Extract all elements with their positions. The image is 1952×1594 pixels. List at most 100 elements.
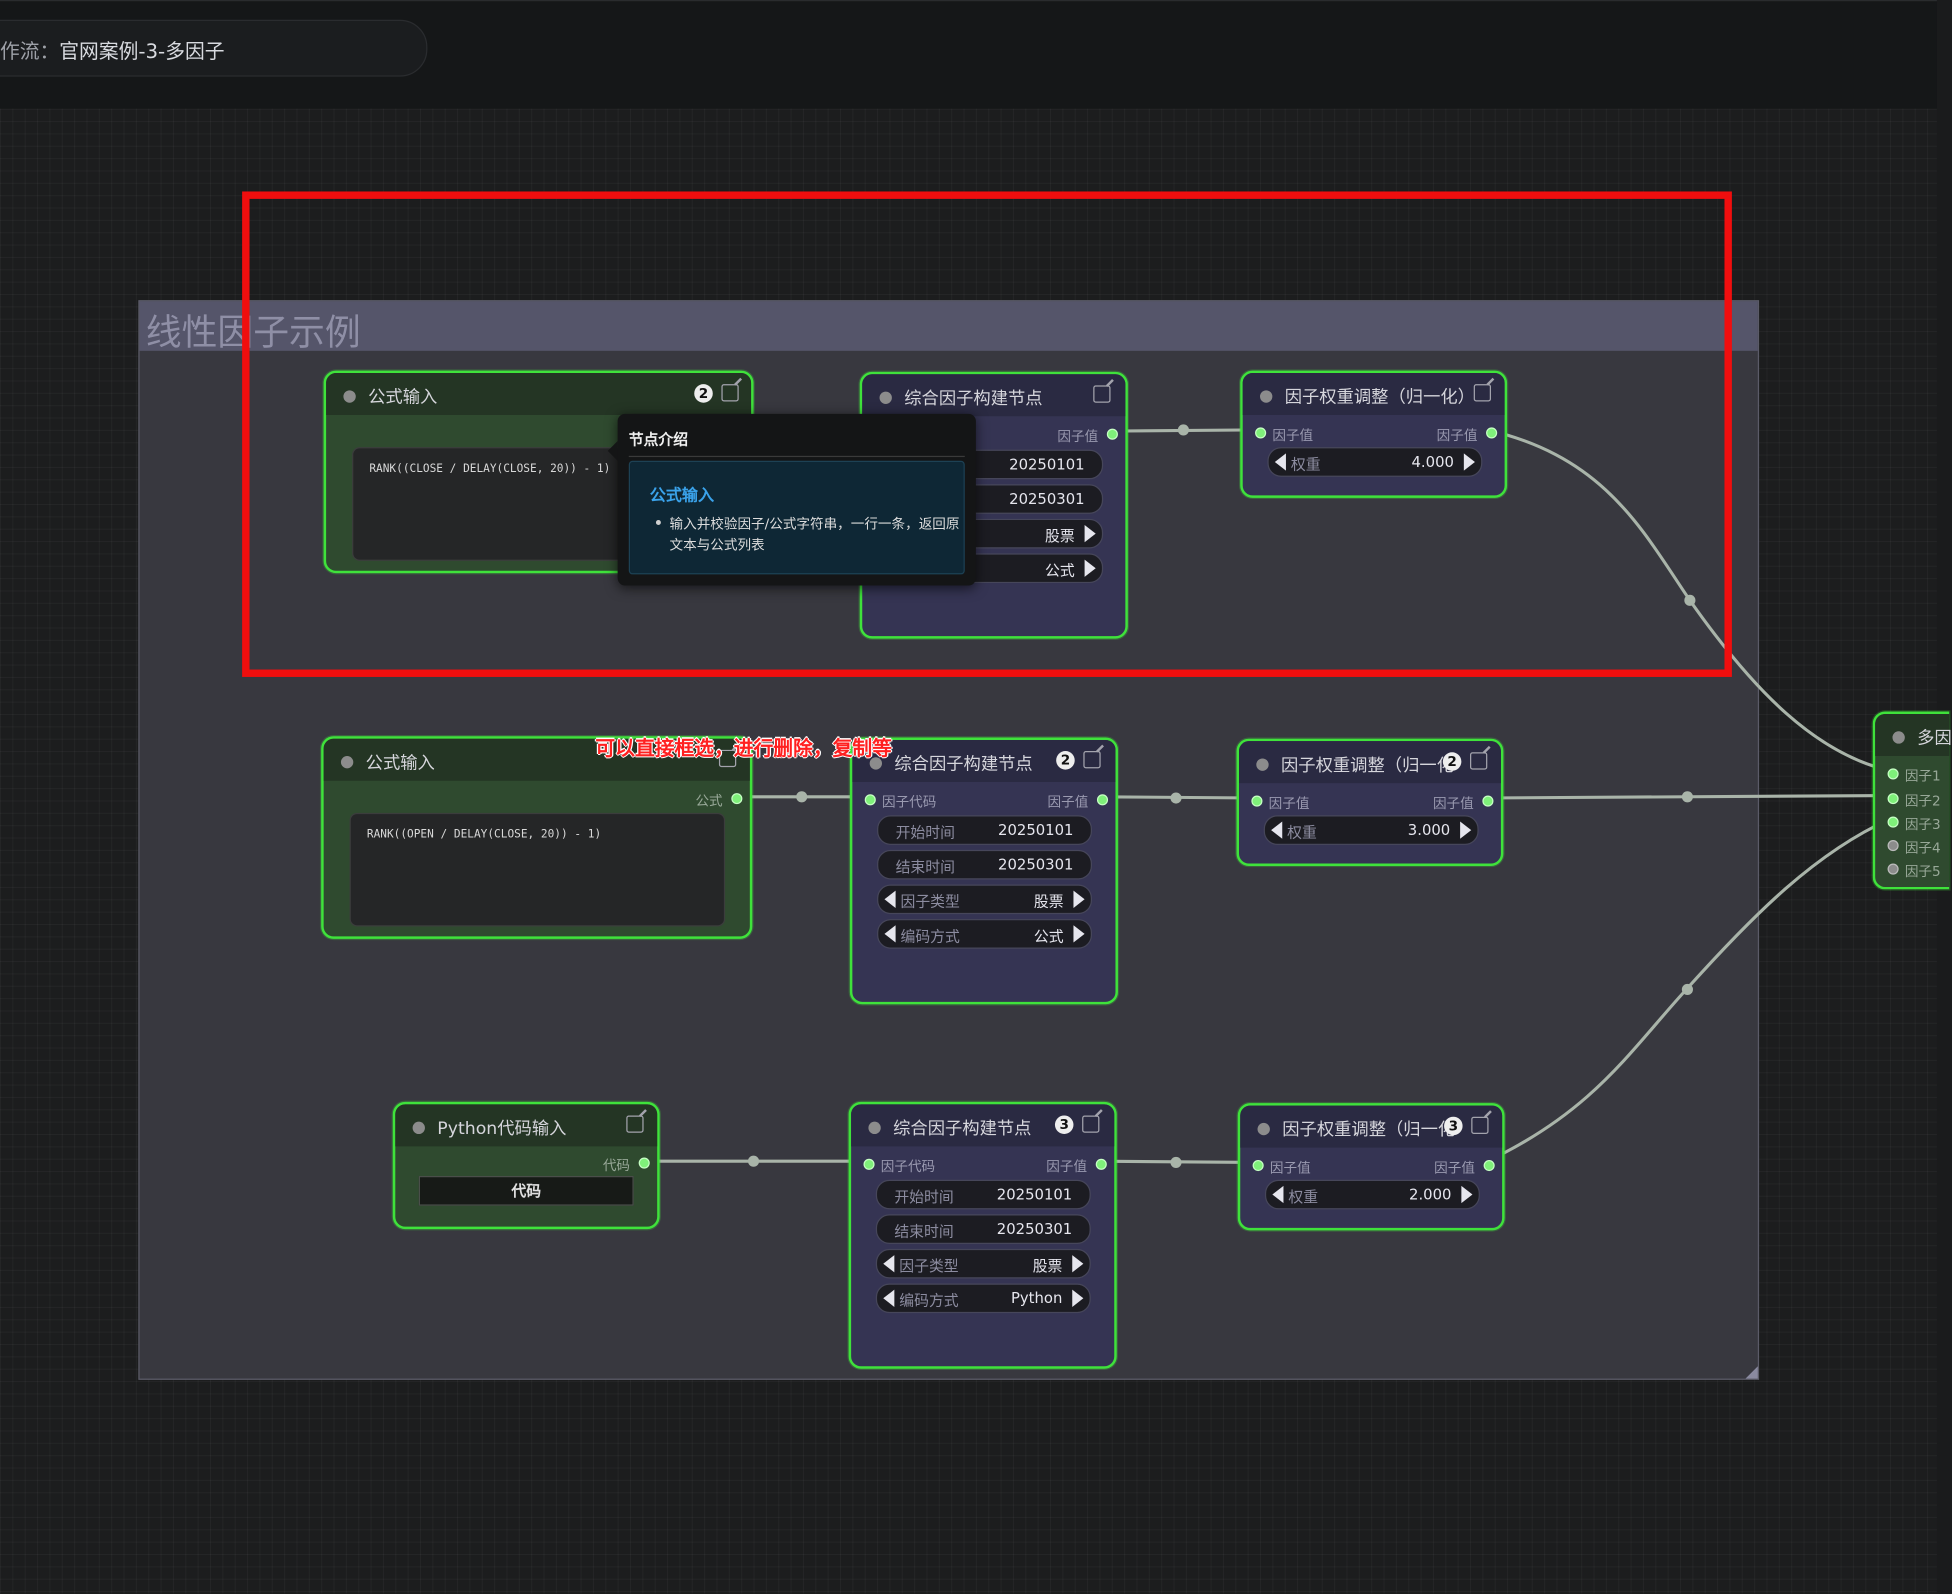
node-header[interactable]: 因子权重调整（归一化） — [1242, 373, 1505, 416]
input-port-factor-4[interactable] — [1887, 840, 1899, 852]
weight-adjust-node-2[interactable]: 因子权重调整（归一化 2 因子值 因子值 权重 3.000 — [1236, 738, 1504, 866]
prev-arrow-icon[interactable] — [883, 1255, 895, 1273]
increment-arrow-icon[interactable] — [1461, 1185, 1473, 1204]
weight-stepper[interactable]: 权重 3.000 — [1263, 815, 1479, 845]
encoding-combo[interactable]: 编码方式 Python — [875, 1283, 1091, 1314]
collapse-dot-icon[interactable] — [412, 1121, 425, 1135]
weight-stepper[interactable]: 权重 4.000 — [1267, 447, 1483, 477]
edit-icon[interactable] — [626, 1115, 644, 1133]
factor-build-node-2[interactable]: 综合因子构建节点 2 因子代码 因子值 开始时间 20250101 结束时间 2… — [849, 737, 1118, 1005]
workflow-name-pill[interactable] — [0, 19, 428, 77]
factor-type-combo[interactable]: 因子类型 股票 — [877, 884, 1093, 915]
edit-icon[interactable] — [1082, 1115, 1100, 1133]
encoding-label: 编码方式 — [899, 1292, 959, 1310]
next-arrow-icon[interactable] — [1084, 559, 1096, 577]
input-port-factor-3[interactable] — [1887, 816, 1899, 828]
end-date-field[interactable]: 结束时间 20250301 — [877, 849, 1093, 880]
weight-adjust-node-3[interactable]: 因子权重调整（归一化 3 因子值 因子值 权重 2.000 — [1237, 1103, 1505, 1231]
prev-arrow-icon[interactable] — [883, 1289, 895, 1307]
node-header[interactable]: 综合因子构建节点 — [862, 374, 1126, 417]
next-arrow-icon[interactable] — [1072, 1289, 1084, 1307]
code-button[interactable]: 代码 — [418, 1176, 634, 1206]
input-label-factor-1: 因子1 — [1904, 768, 1941, 785]
node-header[interactable]: Python代码输入 — [395, 1104, 658, 1147]
edit-icon[interactable] — [1473, 384, 1492, 402]
collapse-dot-icon[interactable] — [1892, 731, 1905, 744]
factor-type-value: 股票 — [1045, 527, 1075, 545]
prev-arrow-icon[interactable] — [884, 890, 896, 908]
collapse-dot-icon[interactable] — [1260, 390, 1273, 403]
input-port-factor-5[interactable] — [1887, 863, 1899, 875]
input-label-factor-2: 因子2 — [1904, 793, 1941, 810]
output-port-formula[interactable] — [731, 793, 743, 805]
increment-arrow-icon[interactable] — [1460, 821, 1472, 839]
decrement-arrow-icon[interactable] — [1271, 821, 1283, 839]
output-port-factor-value[interactable] — [1483, 1159, 1495, 1172]
formula-input-node-2[interactable]: 公式输入 公式 RANK((OPEN / DELAY(CLOSE, 20)) -… — [321, 736, 753, 939]
increment-arrow-icon[interactable] — [1463, 453, 1475, 471]
weight-stepper[interactable]: 权重 2.000 — [1264, 1179, 1480, 1210]
output-port-factor-value[interactable] — [1096, 794, 1109, 806]
next-arrow-icon[interactable] — [1072, 1255, 1084, 1273]
input-port-factor-code[interactable] — [864, 794, 876, 806]
edit-icon[interactable] — [718, 749, 737, 768]
collapse-dot-icon[interactable] — [340, 756, 354, 769]
input-port-factor-value[interactable] — [1252, 1159, 1264, 1172]
node-title: 因子权重调整（归一化 — [1282, 1120, 1456, 1141]
node-header[interactable]: 综合因子构建节点 2 — [852, 739, 1116, 782]
start-date-field[interactable]: 开始时间 20250101 — [875, 1179, 1091, 1210]
start-date-label: 开始时间 — [895, 823, 955, 842]
end-date-field[interactable]: 结束时间 20250301 — [875, 1214, 1091, 1244]
encoding-combo[interactable]: 编码方式 公式 — [877, 919, 1093, 949]
group-resize-handle[interactable] — [1745, 1366, 1758, 1379]
edit-icon[interactable] — [1471, 1116, 1489, 1135]
node-header[interactable]: 公式输入 — [323, 738, 750, 781]
factor-build-node-3[interactable]: 综合因子构建节点 3 因子代码 因子值 开始时间 20250101 结束时间 2… — [848, 1101, 1117, 1369]
node-header[interactable]: 综合因子构建节点 3 — [851, 1104, 1115, 1147]
next-arrow-icon[interactable] — [1073, 890, 1085, 908]
output-port-factor-value[interactable] — [1106, 428, 1118, 440]
start-date-value: 20250101 — [1009, 455, 1085, 474]
tooltip-divider — [628, 455, 965, 458]
collapse-dot-icon[interactable] — [868, 1121, 881, 1135]
node-header[interactable]: 因子权重调整（归一化 3 — [1240, 1105, 1503, 1148]
decrement-arrow-icon[interactable] — [1272, 1185, 1284, 1204]
multi-factor-node[interactable]: 多因 因子1 因子2 因子3 因子4 因子5 — [1872, 711, 1952, 890]
output-port-factor-value[interactable] — [1095, 1158, 1107, 1170]
node-header[interactable]: 因子权重调整（归一化 2 — [1239, 741, 1501, 784]
collapse-dot-icon[interactable] — [879, 391, 892, 404]
edit-icon[interactable] — [1083, 751, 1101, 769]
decrement-arrow-icon[interactable] — [1274, 453, 1286, 471]
input-port-factor-value[interactable] — [1255, 427, 1267, 439]
prev-arrow-icon[interactable] — [884, 925, 896, 943]
next-arrow-icon[interactable] — [1084, 525, 1096, 543]
collapse-dot-icon[interactable] — [1257, 1122, 1270, 1136]
output-port-code[interactable] — [638, 1157, 650, 1169]
node-title: 综合因子构建节点 — [894, 754, 1033, 775]
python-code-input-node[interactable]: Python代码输入 代码 代码 — [392, 1101, 660, 1230]
edit-icon[interactable] — [1093, 385, 1111, 403]
collapse-dot-icon[interactable] — [343, 390, 356, 403]
output-port-factor-value[interactable] — [1486, 427, 1498, 439]
group-header[interactable]: 线性因子示例 — [139, 301, 1758, 353]
node-header[interactable]: 多因 — [1875, 714, 1952, 757]
input-label-factor-code: 因子代码 — [880, 1158, 936, 1175]
input-port-factor-code[interactable] — [863, 1158, 875, 1170]
formula-textarea[interactable]: RANK((OPEN / DELAY(CLOSE, 20)) - 1) — [349, 812, 726, 927]
input-port-factor-2[interactable] — [1887, 793, 1899, 805]
input-port-factor-1[interactable] — [1887, 768, 1899, 780]
start-date-field[interactable]: 开始时间 20250101 — [877, 815, 1093, 845]
edit-icon[interactable] — [721, 384, 739, 402]
collapse-dot-icon[interactable] — [1256, 758, 1269, 771]
workflow-name[interactable]: 官网案例-3-多因子 — [59, 39, 225, 64]
weight-adjust-node-1[interactable]: 因子权重调整（归一化） 因子值 因子值 权重 4.000 — [1240, 370, 1508, 498]
factor-type-combo[interactable]: 因子类型 股票 — [875, 1248, 1091, 1279]
input-label-factor-5: 因子5 — [1904, 863, 1941, 880]
collapse-dot-icon[interactable] — [869, 757, 883, 770]
edit-icon[interactable] — [1470, 752, 1488, 770]
output-port-factor-value[interactable] — [1482, 795, 1494, 807]
node-header[interactable]: 公式输入 2 — [326, 373, 752, 416]
input-port-factor-value[interactable] — [1251, 795, 1263, 807]
tooltip-header: 节点介绍 — [628, 431, 689, 449]
next-arrow-icon[interactable] — [1073, 925, 1085, 943]
